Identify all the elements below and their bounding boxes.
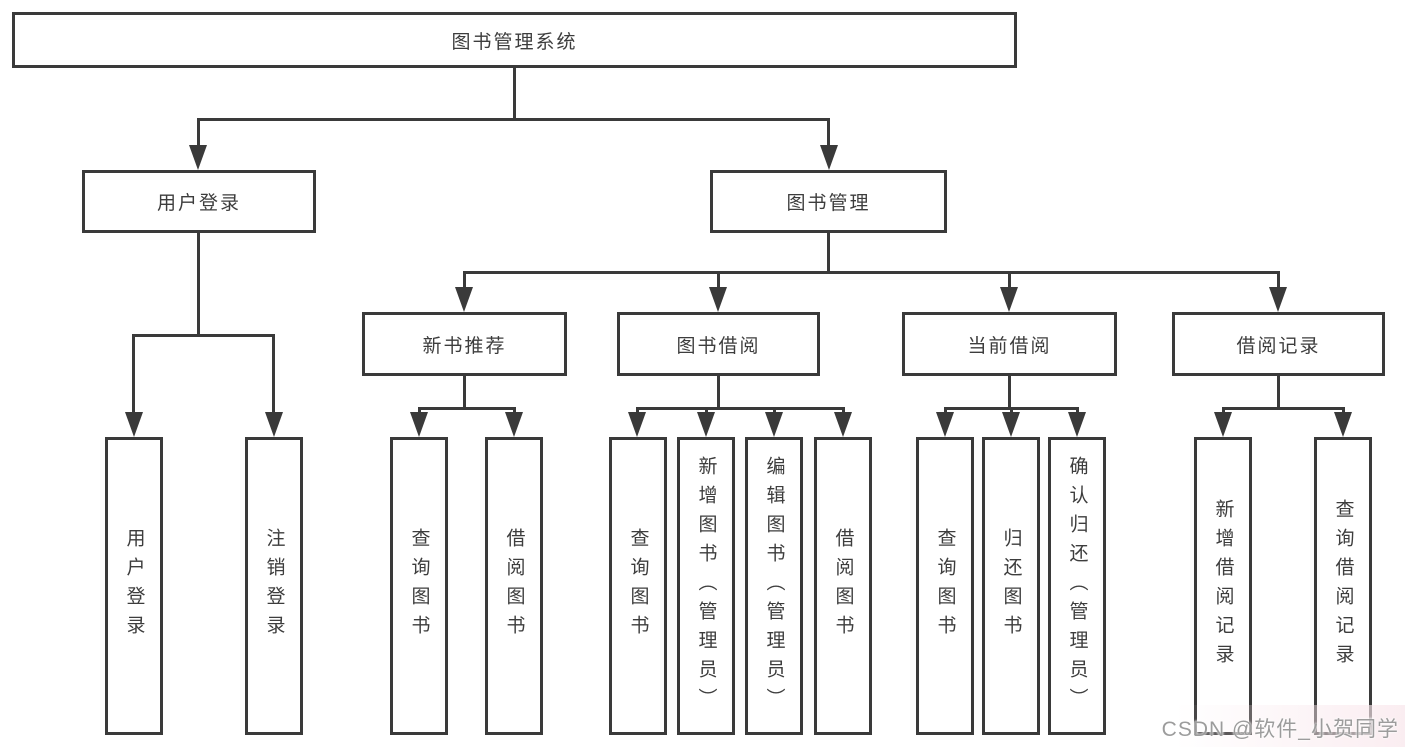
arrow-down-icon (936, 412, 954, 437)
node-leaf-query-books-2: 查询图书 (609, 437, 667, 735)
node-label: 查询图书 (627, 528, 649, 644)
node-leaf-logout: 注销登录 (245, 437, 303, 735)
connector-hline (132, 334, 275, 337)
node-label: 归还图书 (1000, 528, 1022, 644)
arrow-down-icon (628, 412, 646, 437)
node-label: 新书推荐 (422, 335, 507, 357)
arrow-down-icon (125, 412, 143, 437)
node-leaf-query-books-3: 查询图书 (916, 437, 974, 735)
node-label: 图书借阅 (676, 335, 761, 357)
arrow-down-icon (1214, 412, 1232, 437)
connector-hline (418, 407, 516, 410)
connector-vline (827, 118, 830, 150)
connector-vline (197, 118, 200, 150)
connector-vline (132, 334, 135, 414)
connector-hline (636, 407, 845, 410)
connector-vline (1008, 271, 1011, 291)
connector-vline (717, 271, 720, 291)
node-label: 查询借阅记录 (1332, 499, 1354, 673)
arrow-down-icon (697, 412, 715, 437)
connector-hline (197, 118, 830, 121)
node-user-login-group: 用户登录 (82, 170, 316, 233)
node-book-management: 图书管理 (710, 170, 947, 233)
node-label: 用户登录 (123, 528, 145, 644)
arrow-down-icon (820, 145, 838, 170)
arrow-down-icon (455, 287, 473, 312)
connector-vline (1277, 271, 1280, 291)
node-library-management-system: 图书管理系统 (12, 12, 1017, 68)
node-current-borrowing: 当前借阅 (902, 312, 1117, 376)
connector-vline (463, 271, 466, 291)
node-label: 借阅图书 (832, 528, 854, 644)
node-label: 借阅图书 (503, 528, 525, 644)
node-label: 图书管理 (786, 193, 871, 214)
connector-vline (717, 376, 720, 409)
node-label: 查询图书 (408, 528, 430, 644)
connector-vline (1008, 376, 1011, 409)
connector-vline (1277, 376, 1280, 409)
node-label: 图书管理系统 (451, 31, 578, 53)
node-label: 确认归还（管理员） (1066, 455, 1088, 717)
node-leaf-user-login: 用户登录 (105, 437, 163, 735)
node-leaf-borrow-books-1: 借阅图书 (485, 437, 543, 735)
arrow-down-icon (1002, 412, 1020, 437)
node-label: 新增图书（管理员） (695, 455, 717, 717)
node-leaf-add-borrow-record: 新增借阅记录 (1194, 437, 1252, 735)
arrow-down-icon (834, 412, 852, 437)
arrow-down-icon (265, 412, 283, 437)
arrow-down-icon (709, 287, 727, 312)
arrow-down-icon (189, 145, 207, 170)
node-book-borrowing: 图书借阅 (617, 312, 820, 376)
node-leaf-return-books: 归还图书 (982, 437, 1040, 735)
arrow-down-icon (1068, 412, 1086, 437)
arrow-down-icon (1334, 412, 1352, 437)
arrow-down-icon (765, 412, 783, 437)
arrow-down-icon (1269, 287, 1287, 312)
connector-hline (1222, 407, 1345, 410)
node-new-book-recommendation: 新书推荐 (362, 312, 567, 376)
node-leaf-query-books-1: 查询图书 (390, 437, 448, 735)
connector-vline (272, 334, 275, 414)
node-label: 编辑图书（管理员） (763, 455, 785, 717)
node-leaf-query-borrow-record: 查询借阅记录 (1314, 437, 1372, 735)
csdn-watermark: CSDN @软件_小贺同学 (1161, 718, 1399, 741)
connector-hline (463, 271, 1280, 274)
node-borrowing-records: 借阅记录 (1172, 312, 1385, 376)
node-leaf-borrow-books-2: 借阅图书 (814, 437, 872, 735)
node-label: 查询图书 (934, 528, 956, 644)
node-label: 用户登录 (156, 193, 241, 214)
node-label: 新增借阅记录 (1212, 499, 1234, 673)
connector-vline (463, 376, 466, 409)
connector-vline (197, 233, 200, 336)
node-leaf-confirm-return-admin: 确认归还（管理员） (1048, 437, 1106, 735)
node-leaf-edit-books-admin: 编辑图书（管理员） (745, 437, 803, 735)
node-label: 当前借阅 (967, 335, 1052, 357)
node-label: 借阅记录 (1236, 335, 1321, 357)
connector-vline (827, 233, 830, 273)
arrow-down-icon (1000, 287, 1018, 312)
node-label: 注销登录 (263, 528, 285, 644)
connector-vline (513, 67, 516, 119)
arrow-down-icon (505, 412, 523, 437)
arrow-down-icon (410, 412, 428, 437)
node-leaf-add-books-admin: 新增图书（管理员） (677, 437, 735, 735)
